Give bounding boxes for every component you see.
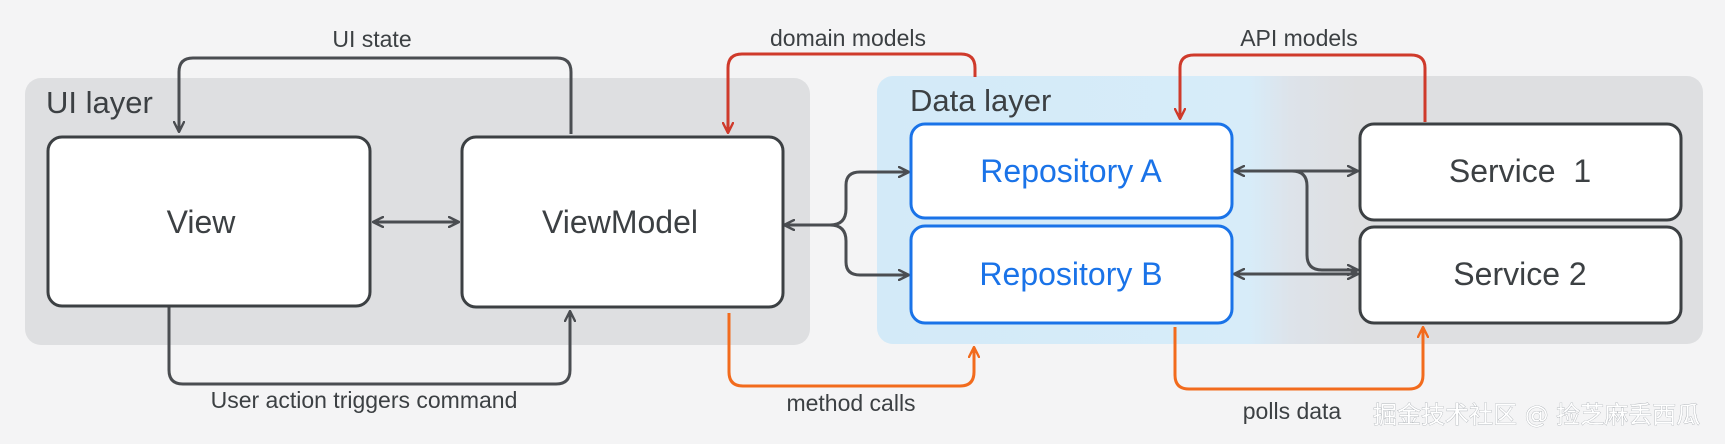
ui-state-arrow xyxy=(179,56,573,134)
repository-a-box: Repository A xyxy=(909,122,1234,220)
watermark-text: 掘金技术社区 @ 捡芝麻丢西瓜 xyxy=(1373,401,1700,429)
data-layer-title: Data layer xyxy=(910,83,1051,118)
fork-to-repository-a xyxy=(829,172,909,227)
view-label: View xyxy=(167,204,237,240)
polls-data-arrow xyxy=(1173,327,1423,391)
ui-state-label: UI state xyxy=(332,26,411,52)
repository-b-label: Repository B xyxy=(979,256,1162,292)
domain-models-label: domain models xyxy=(770,25,926,51)
repository-b-box: Repository B xyxy=(909,224,1234,325)
user-action-label: User action triggers command xyxy=(211,387,518,413)
method-calls-arrow xyxy=(727,313,974,388)
api-models-arrow xyxy=(1180,53,1427,122)
api-models-label: API models xyxy=(1240,25,1358,51)
ui-layer-title: UI layer xyxy=(46,85,153,120)
user-action-arrow xyxy=(167,307,570,386)
repository-a-label: Repository A xyxy=(980,153,1162,189)
polls-data-label: polls data xyxy=(1243,398,1342,424)
repo-a-service-2-cross-arrow xyxy=(1291,169,1358,270)
view-box: View xyxy=(46,135,372,308)
service-2-label: Service 2 xyxy=(1453,256,1586,292)
viewmodel-box: ViewModel xyxy=(460,135,785,309)
service-2-box: Service 2 xyxy=(1358,225,1683,325)
fork-to-repository-b xyxy=(829,223,909,275)
method-calls-label: method calls xyxy=(786,390,915,416)
domain-models-arrow xyxy=(728,52,977,133)
service-1-label: Service 1 xyxy=(1449,153,1591,189)
viewmodel-label: ViewModel xyxy=(542,204,698,240)
service-1-box: Service 1 xyxy=(1358,122,1683,222)
